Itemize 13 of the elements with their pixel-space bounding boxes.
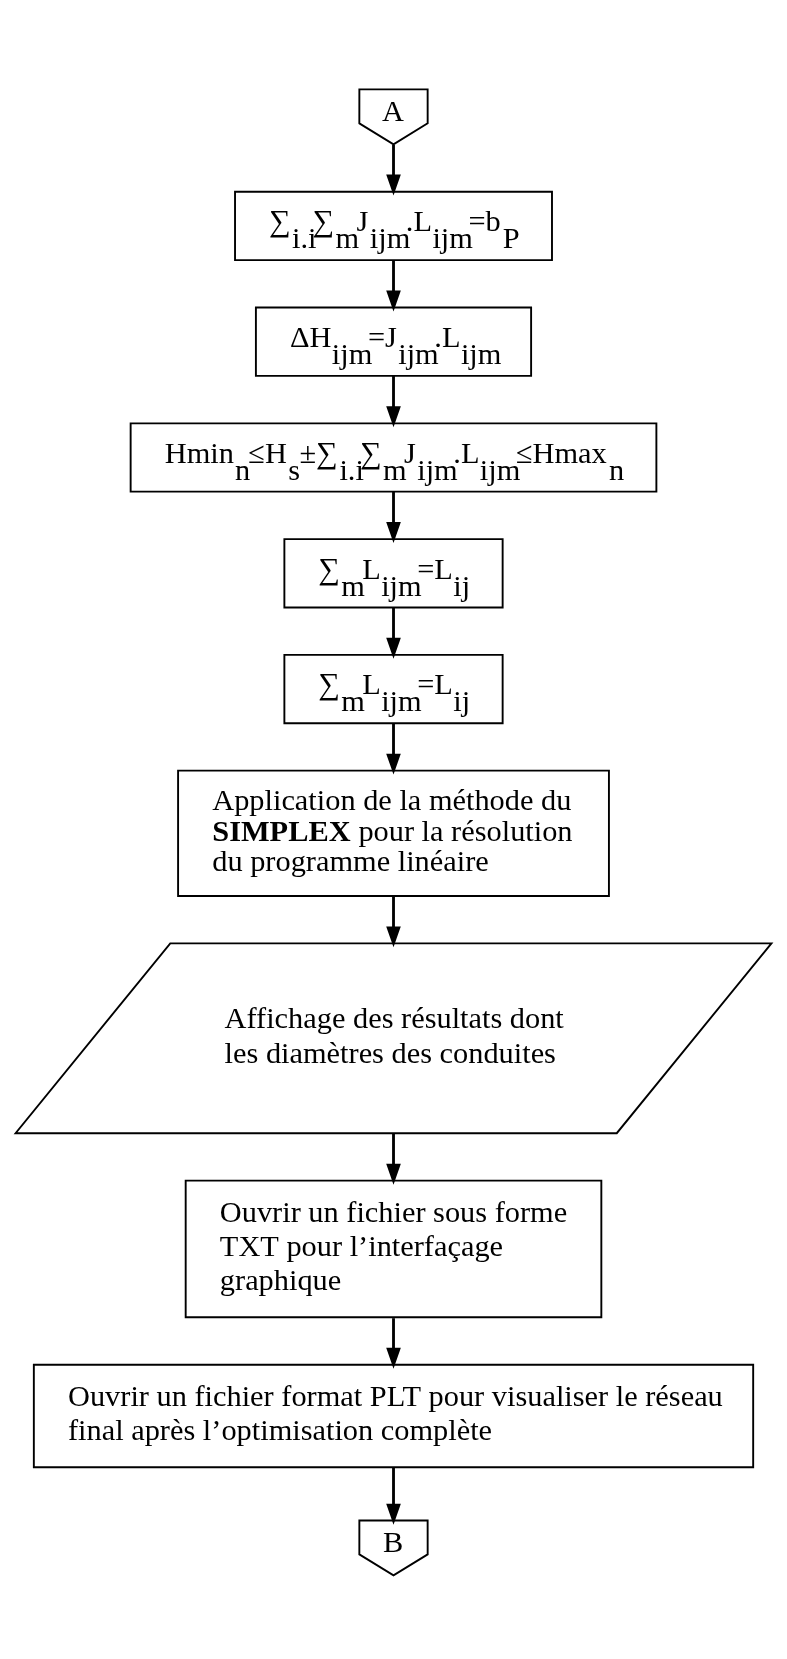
arrow	[386, 607, 401, 659]
arrow	[386, 1133, 401, 1185]
node-box: Application de la méthode du SIMPLEX pour la résolution du programme linéaire	[177, 769, 610, 897]
node-box: Ouvrir un fichier sous forme TXT pour l’interfaçage graphique	[184, 1179, 603, 1319]
arrow	[386, 260, 401, 312]
arrow	[386, 896, 401, 948]
arrow	[386, 723, 401, 775]
arrow	[386, 1318, 401, 1369]
arrow	[386, 1467, 401, 1525]
arrow	[386, 376, 401, 428]
node-box: Ouvrir un fichier format PLT pour visualiser le réseau final après l’optimisation complète	[32, 1363, 755, 1469]
arrow	[386, 144, 401, 196]
arrow	[386, 491, 401, 543]
